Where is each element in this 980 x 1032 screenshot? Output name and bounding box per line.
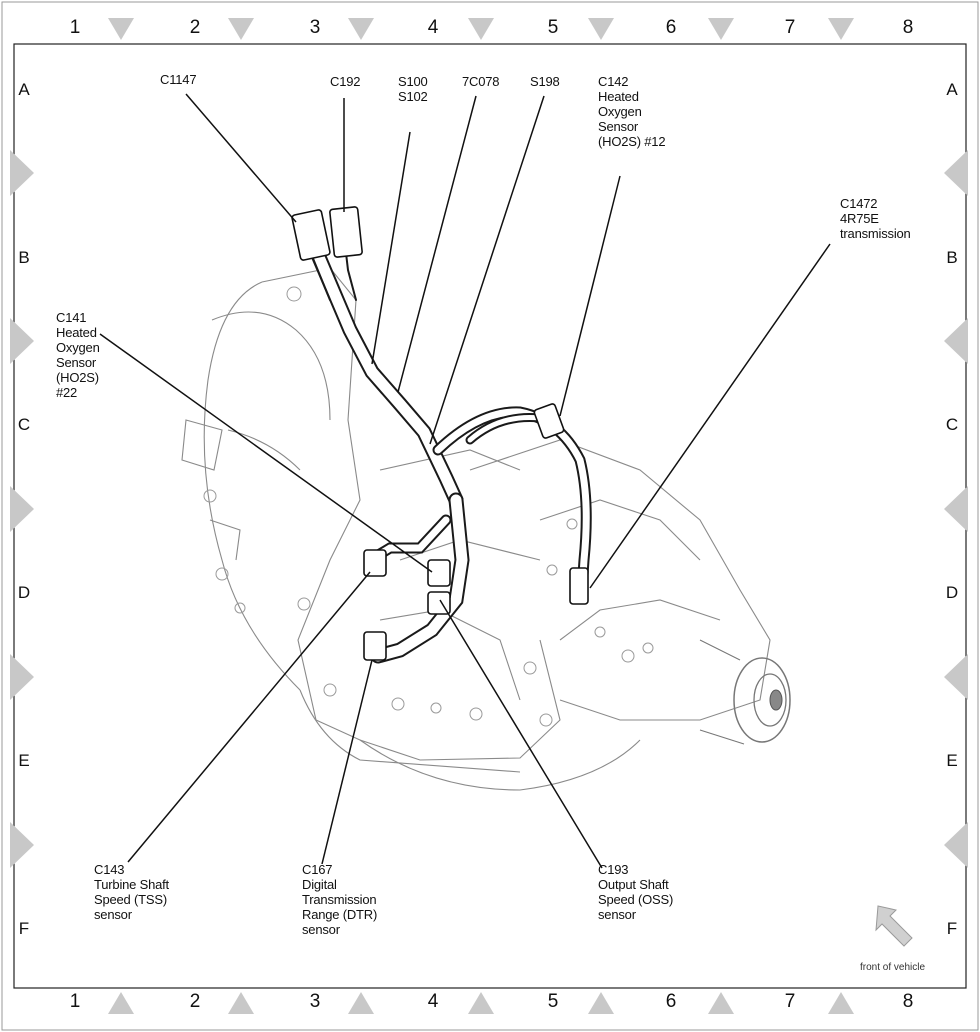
connectors xyxy=(291,206,589,661)
column-label: 4 xyxy=(427,991,439,1012)
column-label: 4 xyxy=(427,17,439,38)
transmission-outline xyxy=(181,267,771,791)
orientation-label: front of vehicle xyxy=(860,962,926,973)
column-label: 5 xyxy=(547,991,559,1012)
row-label: A xyxy=(946,80,958,99)
callout-c192: C192 xyxy=(330,74,361,89)
column-label: 2 xyxy=(189,991,201,1012)
column-label: 7 xyxy=(784,17,796,38)
callout-s198: S198 xyxy=(530,74,560,89)
column-label: 1 xyxy=(69,17,81,38)
callout-c193: C193 Output Shaft Speed (OSS) sensor xyxy=(598,862,674,922)
row-label: A xyxy=(18,80,30,99)
row-label: F xyxy=(18,919,30,938)
inner-frame xyxy=(13,43,967,989)
row-label: C xyxy=(945,415,959,434)
callout-s100-s102: S100 S102 xyxy=(398,74,428,104)
output-flange xyxy=(699,639,791,745)
row-label: D xyxy=(17,583,31,602)
callout-c143: C143 Turbine Shaft Speed (TSS) sensor xyxy=(94,862,169,922)
column-label: 1 xyxy=(69,991,81,1012)
grid-markers xyxy=(10,18,968,1014)
row-label: B xyxy=(946,248,958,267)
column-label: 6 xyxy=(665,991,677,1012)
leader-lines xyxy=(99,93,831,869)
callout-c1472: C1472 4R75E transmission xyxy=(840,196,911,241)
column-label: 6 xyxy=(665,17,677,38)
row-label: C xyxy=(17,415,31,434)
wiring-harness xyxy=(308,235,592,664)
row-label: D xyxy=(945,583,959,602)
callout-c142: C142 Heated Oxygen Sensor (HO2S) #12 xyxy=(598,74,666,149)
row-label: B xyxy=(18,248,30,267)
column-label: 8 xyxy=(902,991,914,1012)
callout-c141: C141 Heated Oxygen Sensor (HO2S) #22 xyxy=(56,310,100,400)
column-label: 3 xyxy=(309,991,321,1012)
column-label: 7 xyxy=(784,991,796,1012)
callout-c167: C167 Digital Transmission Range (DTR) se… xyxy=(302,862,378,937)
callout-c1147: C1147 xyxy=(160,72,197,87)
callout-7c078: 7C078 xyxy=(462,74,500,89)
transmission-details xyxy=(203,286,654,727)
column-label: 8 xyxy=(902,17,914,38)
column-label: 3 xyxy=(309,17,321,38)
row-label: E xyxy=(18,751,30,770)
column-label: 5 xyxy=(547,17,559,38)
row-label: F xyxy=(946,919,958,938)
column-label: 2 xyxy=(189,17,201,38)
row-label: E xyxy=(946,751,958,770)
